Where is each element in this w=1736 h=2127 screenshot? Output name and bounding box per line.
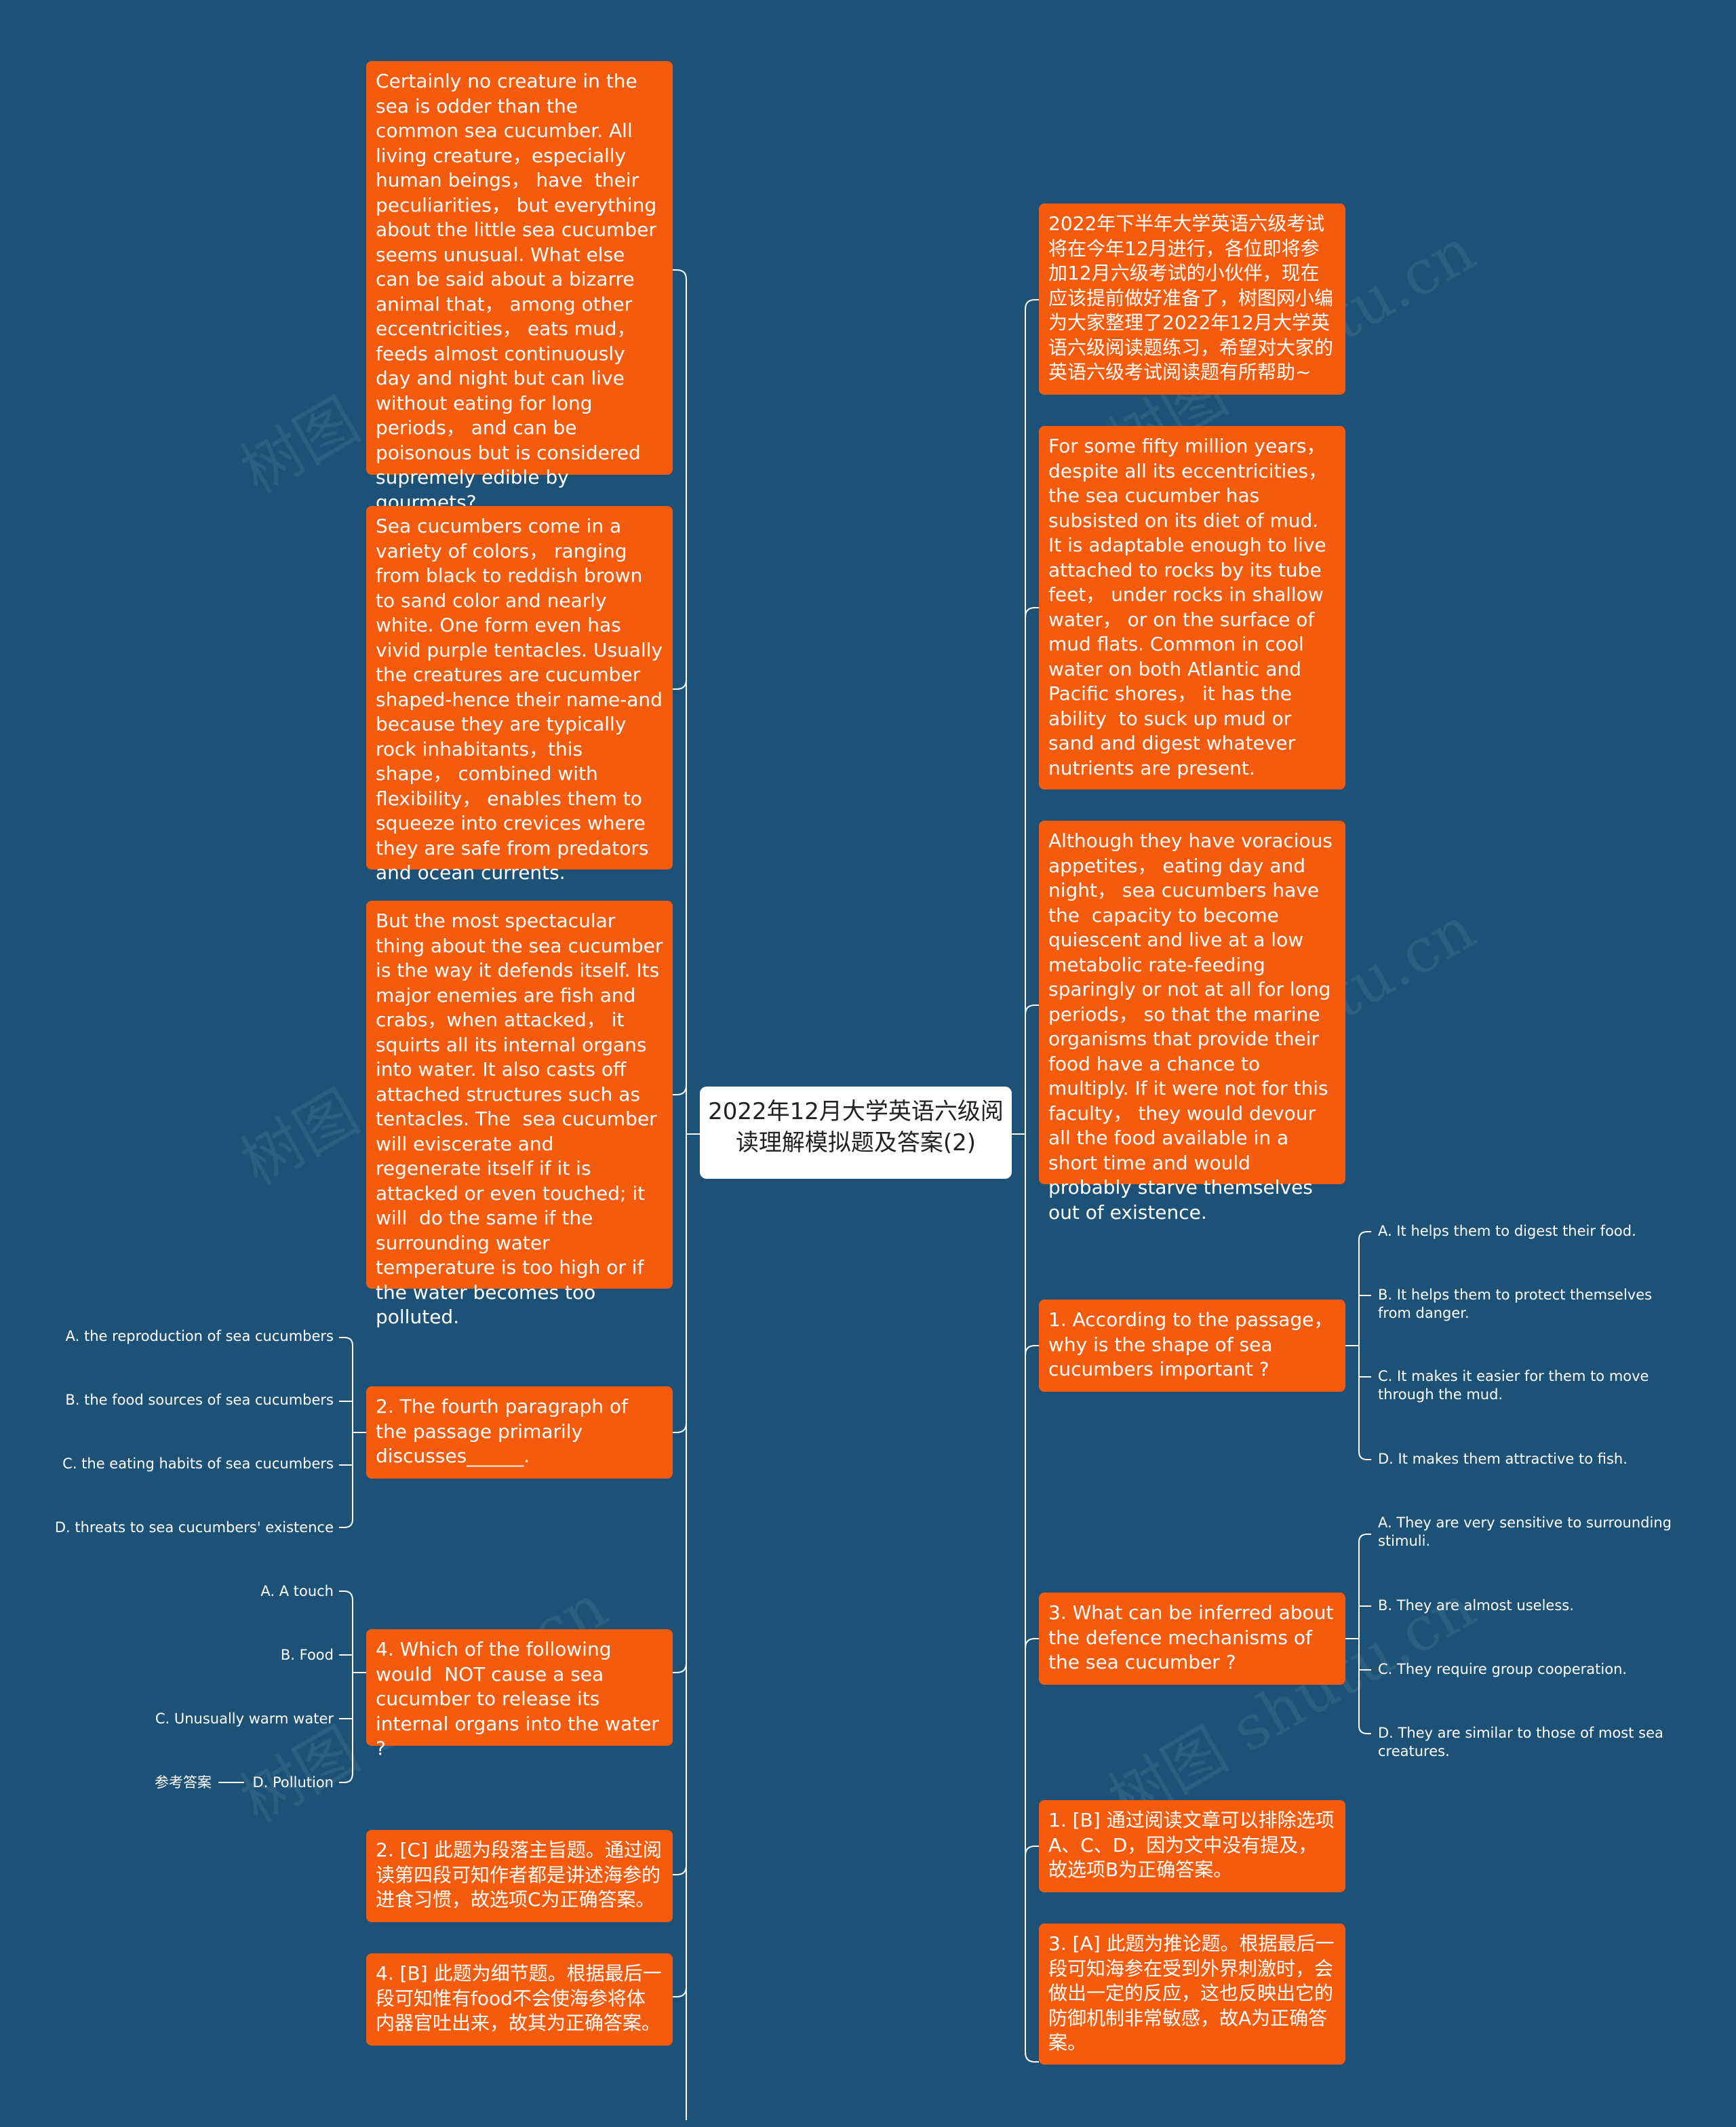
root-title: 2022年12月大学英语六级阅读理解模拟题及答案(2) bbox=[708, 1098, 1004, 1156]
question-3-node[interactable]: 3. What can be inferred about the defenc… bbox=[1039, 1593, 1345, 1685]
q1-option-d[interactable]: D. It makes them attractive to fish. bbox=[1378, 1451, 1628, 1467]
q2-option-c[interactable]: C. the eating habits of sea cucumbers bbox=[62, 1456, 334, 1472]
q2-option-b[interactable]: B. the food sources of sea cucumbers bbox=[65, 1392, 334, 1408]
answer-3-node[interactable]: 3. [A] 此题为推论题。根据最后一段可知海参在受到外界刺激时，会做出一定的反… bbox=[1039, 1924, 1345, 2065]
question-1-node[interactable]: 1. According to the passage，why is the s… bbox=[1039, 1300, 1345, 1392]
paragraph-5-node[interactable]: Although they have voracious appetites， … bbox=[1039, 821, 1345, 1224]
q1-option-c[interactable]: C. It makes it easier for them to move t… bbox=[1378, 1368, 1654, 1403]
paragraph-1-node[interactable]: Certainly no creature in the sea is odde… bbox=[366, 61, 673, 513]
q4-option-c[interactable]: C. Unusually warm water bbox=[155, 1711, 334, 1727]
intro-node[interactable]: 2022年下半年大学英语六级考试将在今年12月进行，各位即将参加12月六级考试的… bbox=[1039, 203, 1345, 395]
paragraph-3-node[interactable]: But the most spectacular thing about the… bbox=[366, 901, 673, 1328]
q3-option-d[interactable]: D. They are similar to those of most sea… bbox=[1378, 1725, 1668, 1759]
q3-option-b[interactable]: B. They are almost useless. bbox=[1378, 1597, 1574, 1614]
answer-1-node[interactable]: 1. [B] 通过阅读文章可以排除选项A、C、D，因为文中没有提及，故选项B为正… bbox=[1039, 1800, 1345, 1892]
q1-option-a[interactable]: A. It helps them to digest their food. bbox=[1378, 1223, 1636, 1239]
q2-option-a[interactable]: A. the reproduction of sea cucumbers bbox=[65, 1328, 334, 1344]
q4-option-b[interactable]: B. Food bbox=[280, 1647, 334, 1663]
answer-2-node[interactable]: 2. [C] 此题为段落主旨题。通过阅读第四段可知作者都是讲述海参的进食习惯，故… bbox=[366, 1830, 673, 1922]
q3-option-c[interactable]: C. They require group cooperation. bbox=[1378, 1661, 1628, 1677]
paragraph-4-node[interactable]: For some fifty million years，despite all… bbox=[1039, 426, 1345, 789]
question-4-node[interactable]: 4. Which of the following would NOT caus… bbox=[366, 1629, 673, 1759]
question-2-node[interactable]: 2. The fourth paragraph of the passage p… bbox=[366, 1386, 673, 1479]
q4-option-a[interactable]: A. A touch bbox=[260, 1583, 334, 1599]
q3-option-a[interactable]: A. They are very sensitive to surroundin… bbox=[1378, 1515, 1676, 1549]
answer-4-node[interactable]: 4. [B] 此题为细节题。根据最后一段可知惟有food不会使海参将体内器官吐出… bbox=[366, 1953, 673, 2046]
reference-answer-label[interactable]: 参考答案 bbox=[155, 1774, 212, 1791]
q4-option-d[interactable]: D. Pollution bbox=[252, 1774, 334, 1791]
q1-option-b[interactable]: B. It helps them to protect themselves f… bbox=[1378, 1287, 1657, 1321]
q2-option-d[interactable]: D. threats to sea cucumbers' existence bbox=[54, 1519, 334, 1536]
paragraph-2-node[interactable]: Sea cucumbers come in a variety of color… bbox=[366, 506, 673, 884]
root-topic[interactable]: 2022年12月大学英语六级阅读理解模拟题及答案(2) bbox=[700, 1087, 1012, 1179]
